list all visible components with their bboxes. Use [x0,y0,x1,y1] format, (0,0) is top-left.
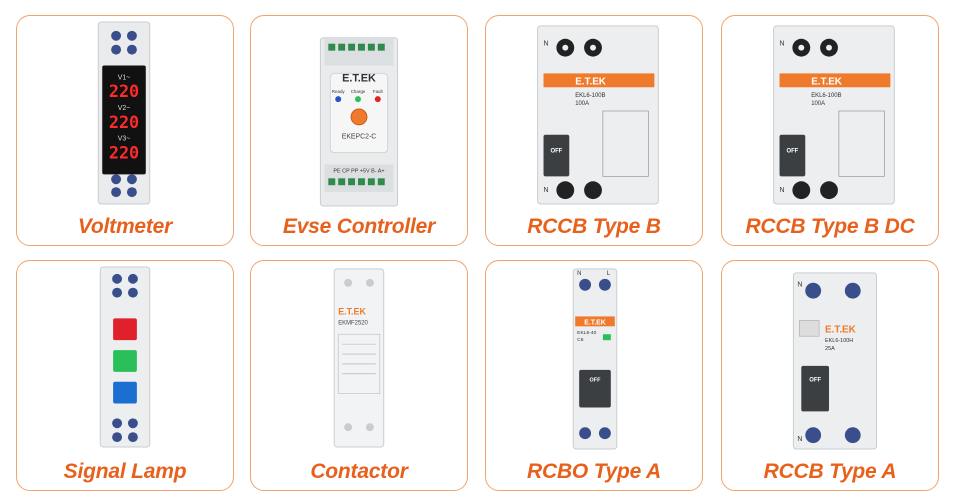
product-label: Signal Lamp [63,460,187,483]
terminal-n-label: N [577,271,581,277]
voltmeter-device-photo: V1~ 220 V2~ 220 V3~ 220 [17,16,233,207]
product-card-evse-controller[interactable]: E.T.EK Ready Charge Fault EKEPC2-C PE CP… [250,15,468,246]
switch-state: OFF [590,378,602,384]
switch-state: OFF [786,149,798,155]
indicator-label-charge: Charge [351,89,366,94]
switch-state: OFF [809,378,821,384]
product-label: Evse Controller [282,215,436,238]
product-label: RCCB Type B [527,215,661,238]
indicator-label-fault: Fault [373,89,384,94]
product-label: Voltmeter [77,215,173,238]
voltmeter-reading: 220 [109,112,139,132]
device-rating: C6 [577,337,584,343]
terminal-n-label: N [544,41,549,48]
product-label: Contactor [310,460,408,483]
voltmeter-row-label: V3~ [118,136,130,143]
rccb-type-b-dc-device-photo: N E.T.EK EKL6-100B 100A OFF N [722,16,938,207]
product-card-rccb-type-a[interactable]: N E.T.EK EKL6-100H 25A OFF N RCCB Type A [721,260,939,491]
device-model: EKMF2520 [338,320,368,326]
rccb-type-b-device-photo: N E.T.EK EKL6-100B 100A OFF N [486,16,702,207]
signal-lamp-device-photo [17,261,233,452]
device-model: EKEPC2-C [342,134,377,141]
product-card-voltmeter[interactable]: V1~ 220 V2~ 220 V3~ 220 Voltmeter [16,15,234,246]
product-card-rcbo-type-a[interactable]: N L E.T.EK EKL6-40 C6 OFF RCBO Type A [485,260,703,491]
product-card-contactor[interactable]: E.T.EK EKMF2520 Contactor [250,260,468,491]
voltmeter-row-label: V2~ [118,105,130,112]
rccb-type-a-device-photo: N E.T.EK EKL6-100H 25A OFF N [722,261,938,452]
brand-logo: E.T.EK [811,76,843,87]
voltmeter-row-label: V1~ [118,74,130,81]
device-model: EKL6-40 [577,330,596,336]
evse-controller-device-photo: E.T.EK Ready Charge Fault EKEPC2-C PE CP… [251,16,467,207]
brand-logo: E.T.EK [825,324,857,335]
rcbo-type-a-device-photo: N L E.T.EK EKL6-40 C6 OFF [486,261,702,452]
indicator-label-ready: Ready [332,89,346,94]
terminal-n-label: N [780,187,785,194]
product-card-rccb-type-b-dc[interactable]: N E.T.EK EKL6-100B 100A OFF N RCCB Type … [721,15,939,246]
product-label: RCCB Type B DC [745,215,915,238]
brand-logo: E.T.EK [575,76,607,87]
device-model: EKL6-100B [811,93,841,99]
switch-state: OFF [550,149,562,155]
terminal-n-label: N [544,187,549,194]
product-label: RCBO Type A [527,460,661,483]
product-card-signal-lamp[interactable]: Signal Lamp [16,260,234,491]
device-rating: 100A [811,101,825,107]
terminal-n-label: N [797,436,802,443]
voltmeter-reading: 220 [109,143,139,163]
terminal-n-label: N [797,282,802,289]
device-model: EKL6-100H [825,338,853,344]
terminal-labels: PE CP PP +5V B- A+ [333,168,384,174]
product-card-rccb-type-b[interactable]: N E.T.EK EKL6-100B 100A OFF N RCCB Type … [485,15,703,246]
lamp-blue [113,381,137,404]
device-rating: 25A [825,346,835,352]
device-model: EKL6-100B [575,93,605,99]
voltmeter-reading: 220 [109,81,139,101]
brand-logo: E.T.EK [338,306,366,316]
terminal-l-label: L [607,271,611,277]
lamp-green [113,350,137,372]
terminal-n-label: N [780,41,785,48]
device-rating: 100A [575,101,589,107]
brand-logo: E.T.EK [584,319,606,326]
lamp-red [113,318,137,341]
brand-logo: E.T.EK [342,72,376,84]
contactor-device-photo: E.T.EK EKMF2520 [251,261,467,452]
product-label: RCCB Type A [763,460,897,483]
